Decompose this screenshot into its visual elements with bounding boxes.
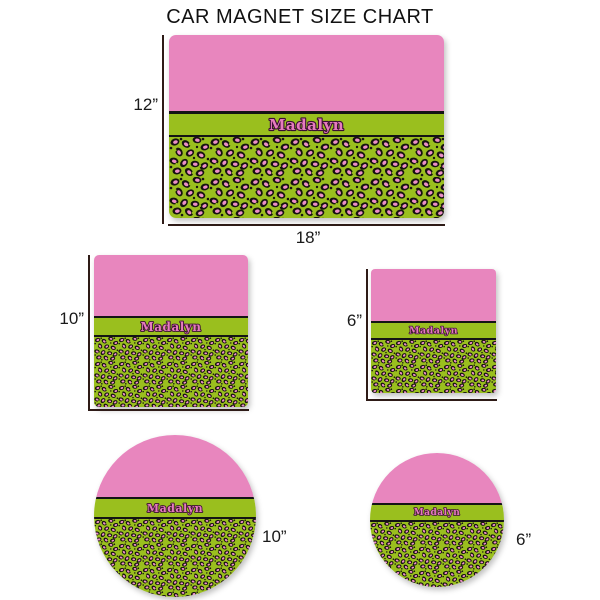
size-dimension-label: 6” bbox=[346, 311, 362, 330]
width-dimension-line bbox=[88, 409, 249, 411]
name-banner: Madalyn bbox=[146, 501, 203, 516]
magnet-name-text: Madalyn bbox=[141, 320, 202, 334]
separator-line bbox=[169, 135, 444, 137]
magnet-square-10: Madalyn bbox=[94, 255, 248, 407]
page-title: CAR MAGNET SIZE CHART bbox=[166, 6, 434, 28]
separator-line bbox=[94, 316, 248, 318]
height-dimension-label: 12” bbox=[133, 95, 158, 114]
name-banner: Madalyn bbox=[268, 115, 345, 135]
leopard-pattern bbox=[94, 337, 248, 407]
separator-line bbox=[371, 321, 496, 323]
size-dimension-label: 10” bbox=[59, 309, 84, 328]
pink-section bbox=[169, 35, 444, 111]
width-dimension-line bbox=[168, 224, 445, 226]
leopard-pattern bbox=[169, 137, 444, 218]
name-banner: Madalyn bbox=[413, 507, 461, 518]
magnet-rect-18x12: Madalyn bbox=[169, 35, 444, 218]
magnet-square-6: Madalyn bbox=[371, 269, 496, 393]
height-dimension-line bbox=[88, 255, 90, 410]
name-band: Madalyn bbox=[169, 114, 444, 135]
name-banner: Madalyn bbox=[408, 325, 458, 338]
name-band: Madalyn bbox=[371, 323, 496, 338]
leopard-section bbox=[94, 519, 256, 597]
height-dimension-line bbox=[366, 269, 368, 401]
pink-section bbox=[371, 269, 496, 321]
size-dimension-label: 10” bbox=[262, 527, 287, 546]
name-band: Madalyn bbox=[370, 505, 504, 520]
magnet-name-text: Madalyn bbox=[269, 116, 344, 134]
separator-line bbox=[370, 503, 504, 505]
separator-line bbox=[94, 517, 256, 519]
size-dimension-label: 6” bbox=[516, 530, 532, 549]
leopard-pattern bbox=[94, 519, 256, 597]
magnet-name-text: Madalyn bbox=[414, 508, 461, 518]
magnet-circle-6: Madalyn bbox=[370, 453, 504, 587]
leopard-section bbox=[371, 340, 496, 393]
separator-line bbox=[371, 338, 496, 340]
leopard-section bbox=[370, 522, 504, 587]
leopard-section bbox=[94, 337, 248, 407]
magnet-name-text: Madalyn bbox=[409, 325, 458, 336]
name-band: Madalyn bbox=[94, 499, 256, 517]
pink-section bbox=[94, 255, 248, 316]
name-band: Madalyn bbox=[94, 318, 248, 335]
width-dimension-line bbox=[366, 399, 497, 401]
leopard-pattern bbox=[371, 340, 496, 393]
pink-section bbox=[94, 435, 256, 497]
separator-line bbox=[94, 497, 256, 499]
name-banner: Madalyn bbox=[140, 319, 202, 335]
leopard-section bbox=[169, 137, 444, 218]
separator-line bbox=[94, 335, 248, 337]
magnet-circle-10: Madalyn bbox=[94, 435, 256, 597]
height-dimension-line bbox=[162, 35, 164, 224]
separator-line bbox=[370, 520, 504, 522]
magnet-name-text: Madalyn bbox=[147, 502, 203, 515]
width-dimension-label: 18” bbox=[295, 228, 321, 247]
pink-section bbox=[370, 453, 504, 503]
leopard-pattern bbox=[370, 522, 504, 587]
separator-line bbox=[169, 111, 444, 114]
